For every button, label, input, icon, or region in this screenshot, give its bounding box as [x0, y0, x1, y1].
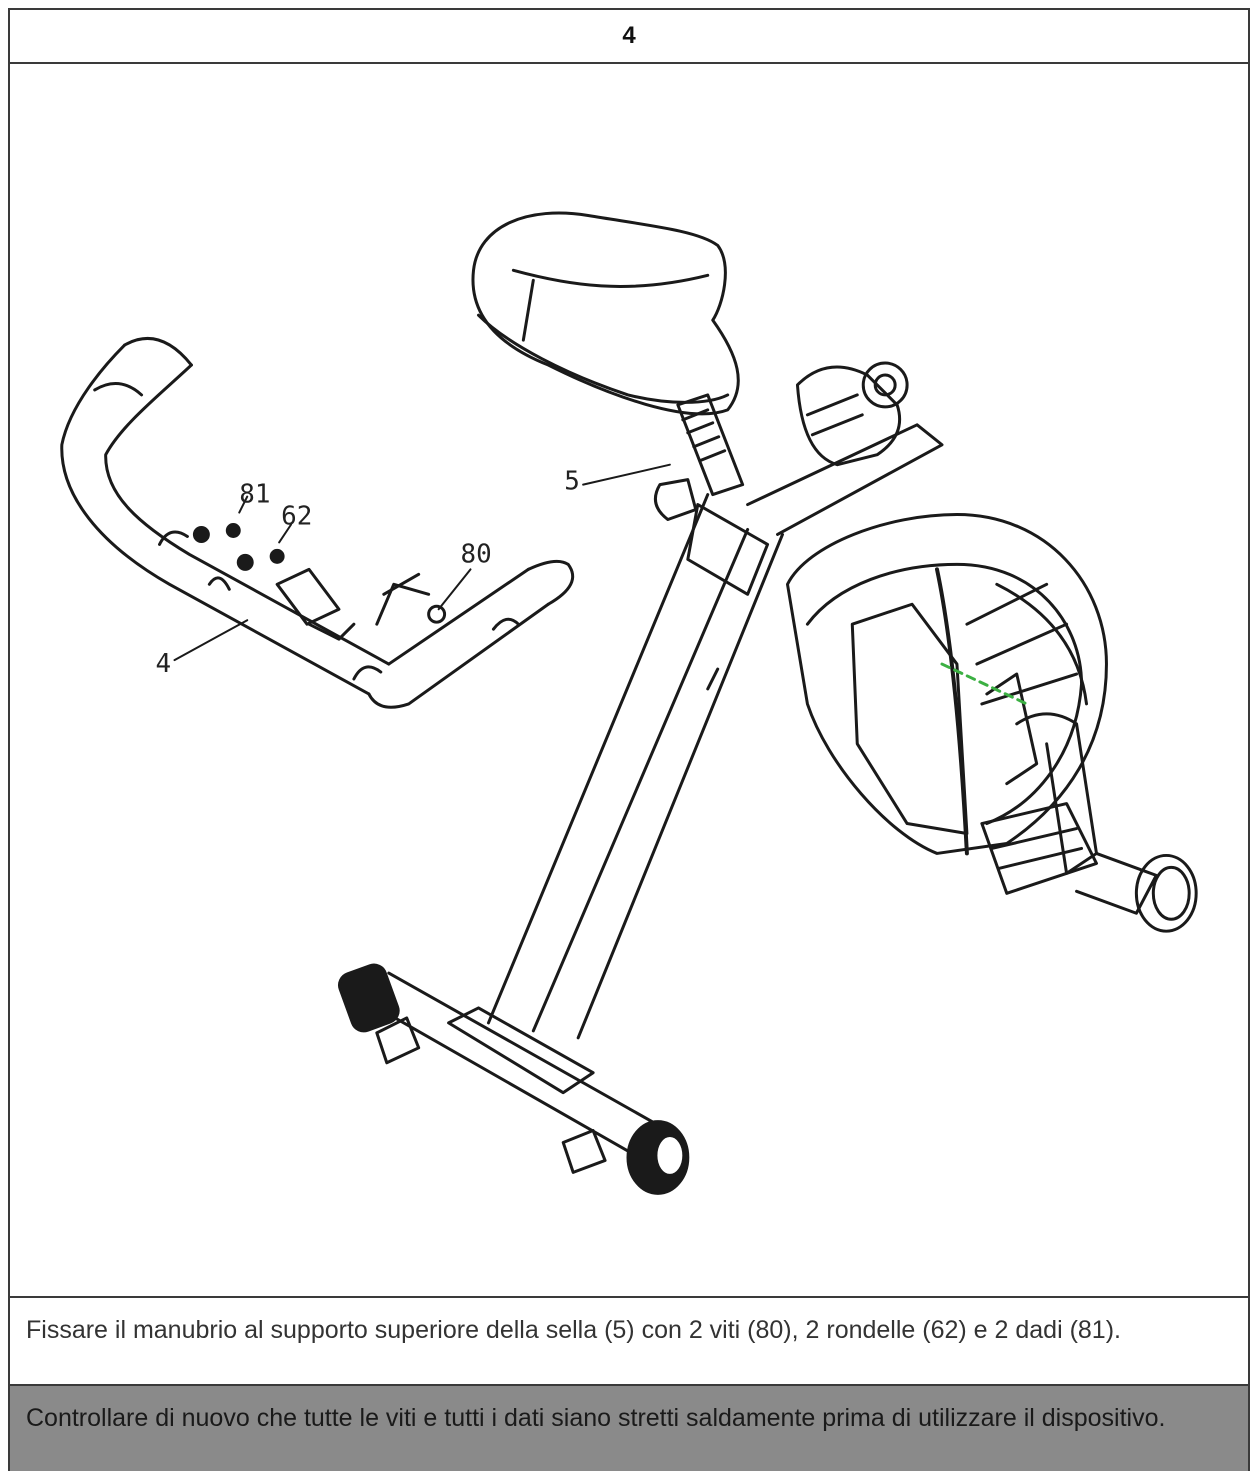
safety-note: Controllare di nuovo che tutte le viti e…	[10, 1384, 1248, 1471]
rear-foot-part	[1075, 851, 1198, 933]
step-number: 4	[10, 10, 1248, 64]
callout-seat-post: 5	[564, 467, 580, 497]
front-stabilizer-part	[338, 963, 690, 1195]
callout-nut: 81	[239, 480, 270, 510]
callout-handlebar: 4	[156, 649, 172, 679]
seat-post-part	[582, 393, 745, 522]
pedal-part	[980, 672, 1098, 895]
flywheel-housing	[785, 513, 1108, 856]
handlebar-part	[60, 337, 575, 709]
saddle-part	[471, 211, 740, 416]
assembly-step-panel: 4	[8, 8, 1250, 1471]
instruction-text: Fissare il manubrio al supporto superior…	[10, 1296, 1248, 1384]
main-frame-tube	[486, 493, 784, 1040]
console-part	[746, 361, 944, 536]
callout-screw: 80	[461, 539, 492, 569]
hardware-parts	[192, 495, 472, 624]
callout-washer: 62	[281, 502, 312, 532]
assembly-illustration: 5 81 62 80 4	[10, 64, 1248, 1296]
handlebar-bracket	[275, 567, 431, 641]
